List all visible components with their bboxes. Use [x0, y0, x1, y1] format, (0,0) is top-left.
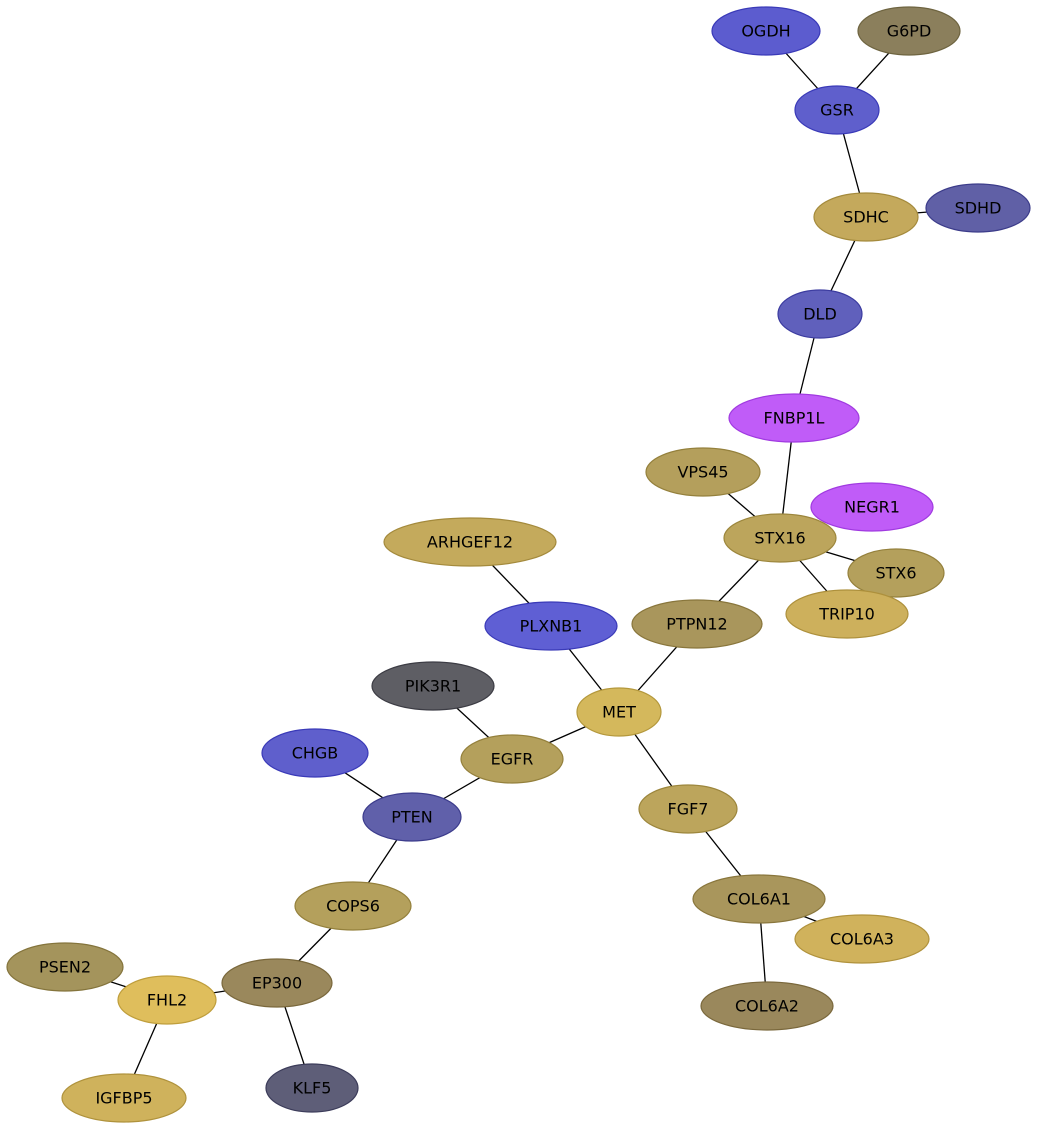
node-shape — [294, 881, 412, 931]
node-label: STX16 — [754, 529, 805, 548]
node-label: FHL2 — [147, 991, 187, 1010]
node-label: MET — [602, 703, 636, 722]
node-shape — [61, 1073, 187, 1123]
node-label: PSEN2 — [39, 958, 91, 977]
node-shape — [261, 728, 369, 778]
node-col6a2[interactable]: COL6A2 — [700, 981, 834, 1031]
node-label: COL6A3 — [830, 930, 894, 949]
node-fnbp1l[interactable]: FNBP1L — [728, 393, 860, 443]
node-col6a3[interactable]: COL6A3 — [794, 914, 930, 964]
node-layer: OGDH G6PD GSR SDHC SDHD DLD FNBP1L VPS45NEGR1ST… — [6, 6, 1031, 1123]
node-egfr[interactable]: EGFR — [460, 734, 564, 784]
node-label: PTEN — [391, 808, 433, 827]
node-label: COL6A2 — [735, 997, 799, 1016]
node-chgb[interactable]: CHGB — [261, 728, 369, 778]
node-sdhd[interactable]: SDHD — [925, 183, 1031, 233]
node-ptpn12[interactable]: PTPN12 — [631, 599, 763, 649]
node-shape — [383, 517, 557, 567]
node-shape — [631, 599, 763, 649]
node-shape — [6, 942, 124, 992]
node-g6pd[interactable]: G6PD — [857, 6, 961, 56]
node-shape — [638, 784, 738, 834]
node-plxnb1[interactable]: PLXNB1 — [484, 601, 618, 651]
node-cops6[interactable]: COPS6 — [294, 881, 412, 931]
node-shape — [794, 914, 930, 964]
node-shape — [700, 981, 834, 1031]
node-arhgef12[interactable]: ARHGEF12 — [383, 517, 557, 567]
node-shape — [692, 874, 826, 924]
node-shape — [460, 734, 564, 784]
node-klf5[interactable]: KLF5 — [265, 1063, 359, 1113]
node-igfbp5[interactable]: IGFBP5 — [61, 1073, 187, 1123]
node-label: PIK3R1 — [405, 677, 461, 696]
node-label: KLF5 — [293, 1079, 332, 1098]
node-shape — [728, 393, 860, 443]
node-label: STX6 — [875, 564, 916, 583]
node-shape — [371, 661, 495, 711]
node-label: COL6A1 — [727, 890, 791, 909]
node-label: PTPN12 — [666, 615, 727, 634]
node-dld[interactable]: DLD — [777, 289, 863, 339]
node-ep300[interactable]: EP300 — [221, 958, 333, 1008]
node-shape — [925, 183, 1031, 233]
node-label: EP300 — [252, 974, 302, 993]
node-sdhc[interactable]: SDHC — [813, 192, 919, 242]
node-shape — [362, 792, 462, 842]
node-negr1[interactable]: NEGR1 — [810, 482, 934, 532]
node-label: G6PD — [887, 22, 932, 41]
node-label: DLD — [803, 305, 837, 324]
node-shape — [265, 1063, 359, 1113]
node-label: FNBP1L — [764, 409, 825, 428]
node-label: PLXNB1 — [520, 617, 583, 636]
node-stx16[interactable]: STX16 — [723, 513, 837, 563]
node-shape — [785, 589, 909, 639]
node-label: SDHC — [843, 208, 889, 227]
node-met[interactable]: MET — [576, 687, 662, 737]
node-shape — [847, 548, 945, 598]
node-shape — [117, 975, 217, 1025]
node-shape — [576, 687, 662, 737]
node-shape — [645, 447, 761, 497]
node-shape — [723, 513, 837, 563]
node-ogdh[interactable]: OGDH — [711, 6, 821, 56]
node-shape — [777, 289, 863, 339]
node-label: GSR — [820, 101, 854, 120]
node-label: OGDH — [741, 22, 790, 41]
node-fhl2[interactable]: FHL2 — [117, 975, 217, 1025]
node-col6a1[interactable]: COL6A1 — [692, 874, 826, 924]
node-shape — [794, 85, 880, 135]
node-shape — [221, 958, 333, 1008]
node-stx6[interactable]: STX6 — [847, 548, 945, 598]
node-shape — [711, 6, 821, 56]
node-pik3r1[interactable]: PIK3R1 — [371, 661, 495, 711]
node-shape — [810, 482, 934, 532]
node-label: NEGR1 — [844, 498, 900, 517]
node-shape — [857, 6, 961, 56]
node-psen2[interactable]: PSEN2 — [6, 942, 124, 992]
node-fgf7[interactable]: FGF7 — [638, 784, 738, 834]
node-shape — [484, 601, 618, 651]
node-shape — [813, 192, 919, 242]
node-trip10[interactable]: TRIP10 — [785, 589, 909, 639]
node-label: COPS6 — [326, 897, 380, 916]
node-label: SDHD — [955, 199, 1002, 218]
node-label: FGF7 — [668, 800, 709, 819]
node-label: IGFBP5 — [95, 1089, 152, 1108]
node-label: EGFR — [491, 750, 534, 769]
node-label: VPS45 — [677, 463, 728, 482]
node-label: TRIP10 — [818, 605, 875, 624]
node-label: ARHGEF12 — [427, 533, 513, 552]
node-label: CHGB — [292, 744, 339, 763]
node-gsr[interactable]: GSR — [794, 85, 880, 135]
node-vps45[interactable]: VPS45 — [645, 447, 761, 497]
node-pten[interactable]: PTEN — [362, 792, 462, 842]
